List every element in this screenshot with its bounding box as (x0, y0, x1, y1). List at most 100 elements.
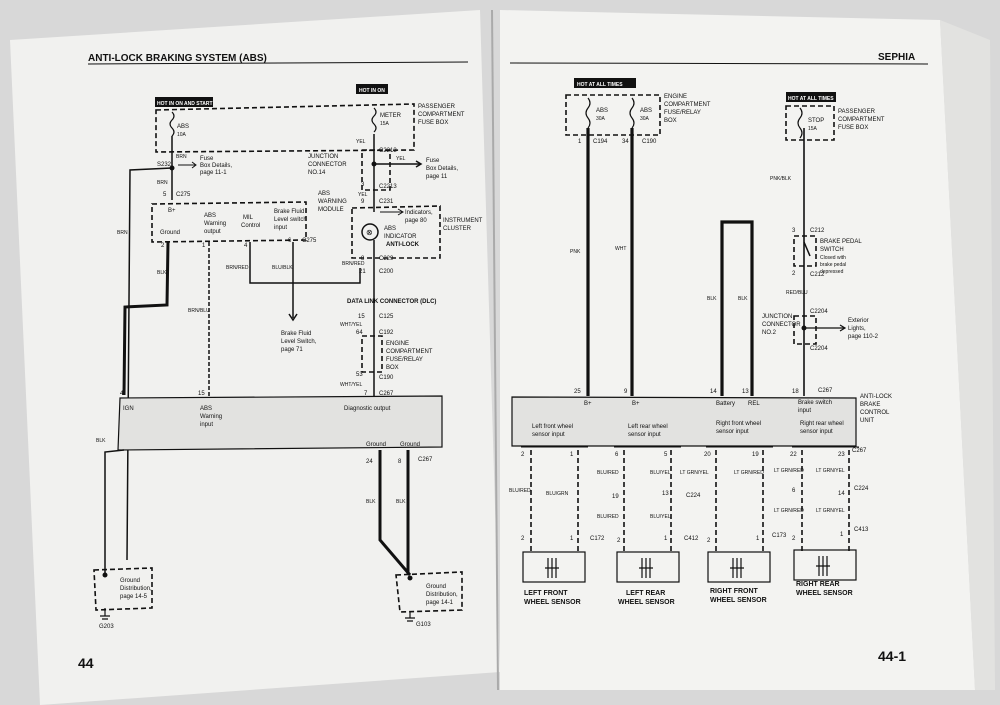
r-pin2-label: 2 (792, 271, 796, 277)
junction-no2-1: JUNCTION (762, 314, 792, 320)
c267b-label: C267 (418, 457, 433, 463)
passenger-fuse-box (155, 103, 415, 153)
c2213-top: C2213 (379, 148, 397, 154)
engine-box-3: FUSE/RELAY (386, 357, 423, 363)
c212a-label: C212 (810, 228, 825, 234)
lr-pin-b: 5 (664, 452, 668, 458)
c200-label: C200 (379, 269, 394, 275)
rr-sensor-harness: 22 23 LT GRN/RED LT GRN/YEL 6 14 C224 LT… (774, 446, 869, 597)
engine-fuse-box-right (565, 94, 661, 136)
left-page-number: 44 (78, 655, 94, 671)
lr-sensor-body (616, 551, 680, 583)
lf-sensor-coil (545, 558, 559, 578)
ground-dist-2a: Ground (426, 584, 446, 590)
pin1-label: 1 (202, 243, 206, 249)
brn-blu-label: BRN/BLU (188, 308, 210, 314)
brake-fluid-switch-1: Brake Fluid (281, 331, 311, 337)
book-gutter (491, 9, 499, 691)
brn-red-label-2: BRN/RED (342, 261, 365, 267)
r-pin1-label: 1 (578, 139, 582, 145)
indicators-1: Indicators, (405, 210, 433, 216)
lf-input-1: Left front wheel (532, 424, 573, 430)
r-pin25-label: 25 (574, 389, 581, 395)
fuse-abs-label: ABS (177, 124, 189, 130)
blu-yel2-label: BLU/YEL (650, 514, 671, 520)
battery-label: Battery (716, 401, 735, 407)
abs-warning-input-1: ABS (200, 406, 212, 412)
junction-no14-3: NO.14 (308, 170, 326, 176)
junction-box (361, 149, 391, 191)
wire-blk-loop (720, 220, 754, 396)
ground-g103-node (407, 575, 413, 581)
abs-control-unit-2: BRAKE (860, 402, 880, 408)
c173-label: C173 (772, 533, 787, 539)
rr-input-1: Right rear wheel (800, 421, 844, 427)
engine-box-2: COMPARTMENT (386, 349, 433, 355)
module-bplus: B+ (168, 208, 176, 214)
passenger-fuse-box-right (785, 105, 835, 141)
blu-blk-label: BLU/BLK (272, 265, 293, 271)
r-pin3-label: 3 (792, 228, 796, 234)
brake-pedal-switch-1: BRAKE PEDAL (820, 239, 862, 245)
fuse-stop-label: STOP (808, 118, 824, 124)
lt-grn-red-label: LT GRN/RED (734, 470, 764, 476)
blk-label-3: BLK (396, 499, 406, 505)
lf-pin-c: 2 (521, 536, 525, 542)
fuse-meter-amp: 15A (380, 121, 390, 127)
pin8-label: 8 (361, 256, 365, 262)
hot-tag-all-1 (574, 78, 636, 88)
junction-no2-3: NO.2 (762, 330, 777, 336)
blu-red-label: BLU/RED (509, 488, 531, 494)
passenger-box-r1: PASSENGER (838, 109, 876, 115)
abs-control-unit-right (511, 396, 857, 447)
c275b-label: C275 (302, 238, 317, 244)
abs-indicator-lamp (361, 223, 379, 241)
fuse-details-2b: Box Details, (426, 166, 458, 172)
c212b-label: C212 (810, 272, 825, 278)
c413-label: C413 (854, 527, 869, 533)
rr-input-2: sensor input (800, 429, 833, 435)
c224b-label: C224 (854, 486, 869, 492)
junction-no2-2: CONNECTOR (762, 322, 801, 328)
left-page (10, 10, 500, 705)
pin15b-label: 15 (198, 391, 205, 397)
rf-sensor-harness: 20 19 LT GRN/YEL LT GRN/RED 2 1 C173 RIG… (680, 446, 787, 604)
arrow-exterior-lights (806, 324, 847, 332)
brake-pedal-switch-2: SWITCH (820, 247, 844, 253)
brn-label-1: BRN (176, 154, 187, 160)
right-header: SEPHIA (878, 52, 915, 63)
exterior-lights-3: page 110-2 (848, 334, 879, 340)
engine-box-r4: BOX (664, 118, 677, 124)
ground-dist-2c: page 14-1 (426, 600, 454, 606)
pin7-label: 7 (364, 391, 368, 397)
abs-module-label-2: WARNING (318, 199, 347, 205)
ground-dist-1b: Distribution, (120, 586, 152, 592)
rr-sensor-coil (816, 556, 830, 576)
brake-switch-symbol (803, 241, 811, 257)
ground-g103-symbol (405, 612, 415, 622)
abs-warning-input-3: input (200, 422, 213, 428)
rf-sensor-1: RIGHT FRONT (710, 588, 759, 595)
module-mil-1: MIL (243, 215, 254, 221)
blk-label-1: BLK (157, 270, 167, 276)
pin4-label: 4 (244, 243, 248, 249)
pin3-label: 3 (361, 182, 365, 188)
lf-sensor-1: LEFT FRONT (524, 590, 568, 597)
yel-label-2: YEL (396, 156, 406, 162)
lt-grn-red3-label: LT GRN/RED (774, 508, 804, 514)
c2204b-label: C2204 (810, 346, 828, 352)
pin4b-label: 4 (120, 391, 124, 397)
hot-tag-all-2 (786, 92, 836, 102)
lf-pin-a: 2 (521, 452, 525, 458)
abs-module-label-1: ABS (318, 191, 330, 197)
engine-box-1: ENGINE (386, 341, 409, 347)
rr-pin-a: 22 (790, 452, 797, 458)
lf-sensor-2: WHEEL SENSOR (524, 599, 581, 606)
brake-note-1: Closed with (820, 255, 846, 261)
lf-input-2: sensor input (532, 432, 565, 438)
instrument-cluster-box (351, 205, 441, 259)
fuse-abs-amp: 10A (177, 132, 187, 138)
lr-pin-c: 2 (617, 538, 621, 544)
blk-r-label-2: BLK (738, 296, 748, 302)
